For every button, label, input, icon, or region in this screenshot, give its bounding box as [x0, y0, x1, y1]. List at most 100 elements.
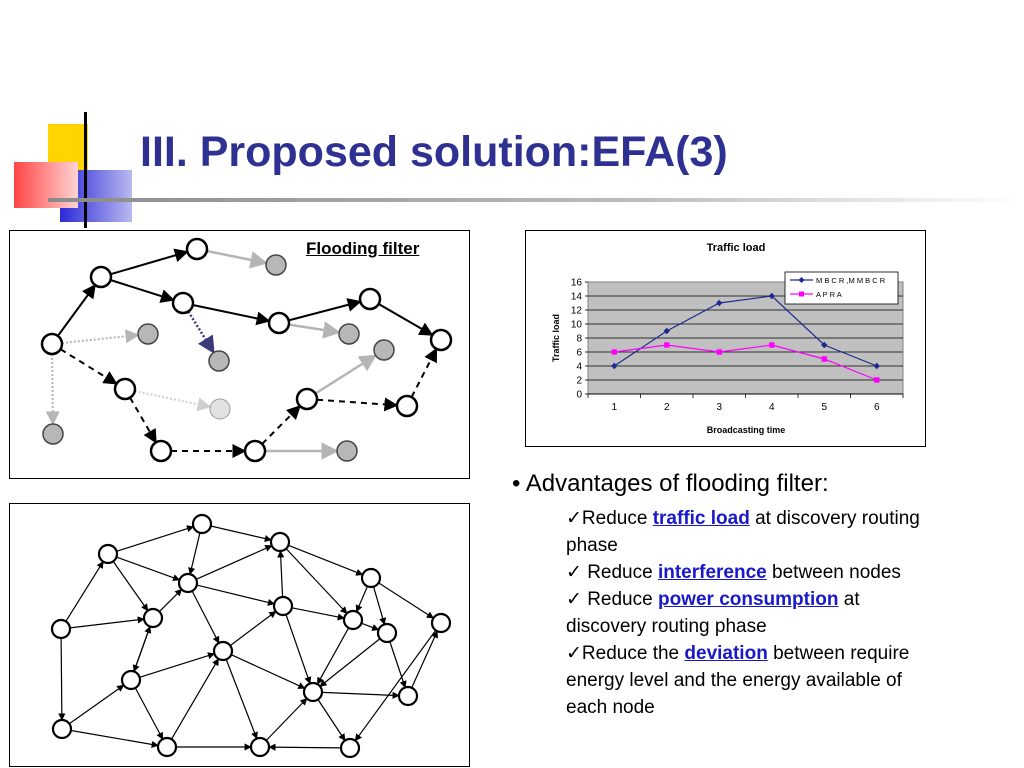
network-arrow: [372, 586, 387, 626]
dashed-arrow: [261, 405, 301, 445]
network-arrow: [316, 627, 350, 685]
data-point: [821, 341, 828, 349]
node-circle: [358, 287, 382, 311]
network-arrow: [112, 561, 149, 612]
node-circle: [156, 736, 178, 758]
check-icon: ✓: [566, 562, 582, 583]
filtered-arrow: [288, 321, 341, 339]
filtered-node: [336, 440, 358, 462]
node-circle: [120, 669, 142, 691]
node-circle: [89, 265, 113, 289]
dashed-arrow: [316, 397, 399, 412]
network-arrow: [65, 560, 104, 622]
vertical-rule: [84, 112, 87, 228]
network-arrow: [69, 616, 145, 629]
data-point: [664, 342, 670, 348]
data-point: [716, 349, 722, 355]
flooding-filter-graph: [40, 237, 453, 463]
node-circle: [113, 377, 137, 401]
network-arrow: [378, 582, 435, 619]
node-circle: [302, 681, 324, 703]
network-arrow: [229, 610, 277, 647]
network-arrow: [134, 687, 164, 740]
network-arrow: [139, 652, 216, 678]
node-circle: [429, 328, 453, 352]
advantage-item-traffic-load: ✓Reduce traffic load at discovery routin…: [566, 505, 926, 559]
filtered-node: [42, 423, 64, 445]
node-circle: [185, 237, 209, 261]
node-circle: [339, 737, 361, 759]
data-point: [663, 327, 670, 335]
filtered-node: [373, 339, 395, 361]
y-tick-label: 12: [571, 306, 583, 317]
y-tick-label: 2: [576, 376, 582, 387]
node-circle: [177, 572, 199, 594]
filtered-node: [137, 323, 159, 345]
node-circle: [51, 718, 73, 740]
y-tick-label: 6: [576, 348, 582, 359]
network-arrow: [210, 525, 272, 543]
network-arrow: [133, 625, 152, 672]
network-arrow: [285, 614, 312, 685]
network-arrow: [268, 743, 342, 751]
node-circle: [50, 618, 72, 640]
item-before: Reduce: [581, 508, 653, 529]
y-axis-label: Traffic load: [551, 314, 561, 362]
node-circle: [191, 513, 213, 535]
y-tick-label: 8: [576, 334, 582, 345]
node-circle: [142, 607, 164, 629]
node-circle: [272, 595, 294, 617]
filtered-dotted-arrow: [134, 390, 212, 412]
x-tick-label: 1: [612, 402, 618, 413]
legend-label: M B C R ,M M B C R: [816, 276, 886, 285]
network-arrow: [389, 641, 407, 689]
network-arrow: [355, 586, 369, 613]
legend-label: A P R A: [816, 290, 842, 299]
x-tick-label: 5: [822, 402, 828, 413]
network-arrow: [188, 532, 201, 575]
chart-legend: M B C R ,M M B C R A P R A: [784, 271, 899, 305]
node-circle: [269, 531, 291, 553]
keyword-power-consumption: power consumption: [657, 589, 839, 610]
filtered-node: [265, 254, 287, 276]
y-tick-label: 16: [571, 278, 583, 289]
slide-decoration: [14, 112, 1024, 228]
data-point: [611, 362, 618, 370]
item-before: Reduce the: [581, 643, 685, 664]
data-point: [716, 299, 723, 307]
network-arrow: [411, 630, 438, 689]
x-tick-label: 3: [717, 402, 723, 413]
network-diagram: [9, 503, 470, 767]
filtered-arrow: [314, 354, 378, 395]
legend-marker: [798, 277, 805, 283]
node-circle: [376, 622, 398, 644]
node-circle: [267, 311, 291, 335]
keyword-interference: interference: [657, 562, 767, 583]
check-icon: ✓: [566, 589, 582, 610]
x-tick-label: 2: [664, 402, 670, 413]
item-after: between nodes: [766, 562, 901, 583]
advantages-heading: • Advantages of flooding filter:: [512, 470, 829, 497]
solid-arrow: [110, 248, 189, 276]
data-point: [611, 349, 617, 355]
y-tick-label: 0: [576, 390, 582, 401]
filtered-arrow: [206, 249, 268, 269]
network-arrow: [361, 622, 380, 631]
y-tick-label: 4: [576, 362, 582, 373]
y-tick-label: 10: [571, 320, 583, 331]
node-circle: [212, 640, 234, 662]
page-title: III. Proposed solution:EFA(3): [140, 128, 728, 176]
advantage-item-power-consumption: ✓ Reduce power consumption at discovery …: [566, 586, 926, 640]
chart-title: Traffic load: [707, 242, 766, 254]
node-circle: [360, 567, 382, 589]
filtered-node: [209, 398, 231, 420]
keyword-deviation: deviation: [684, 643, 768, 664]
network-arrow: [285, 548, 348, 614]
node-circle: [430, 612, 452, 634]
node-circle: [342, 609, 364, 631]
check-icon: ✓: [566, 643, 582, 664]
network-arrow: [58, 637, 66, 721]
network-arrow: [291, 607, 345, 621]
